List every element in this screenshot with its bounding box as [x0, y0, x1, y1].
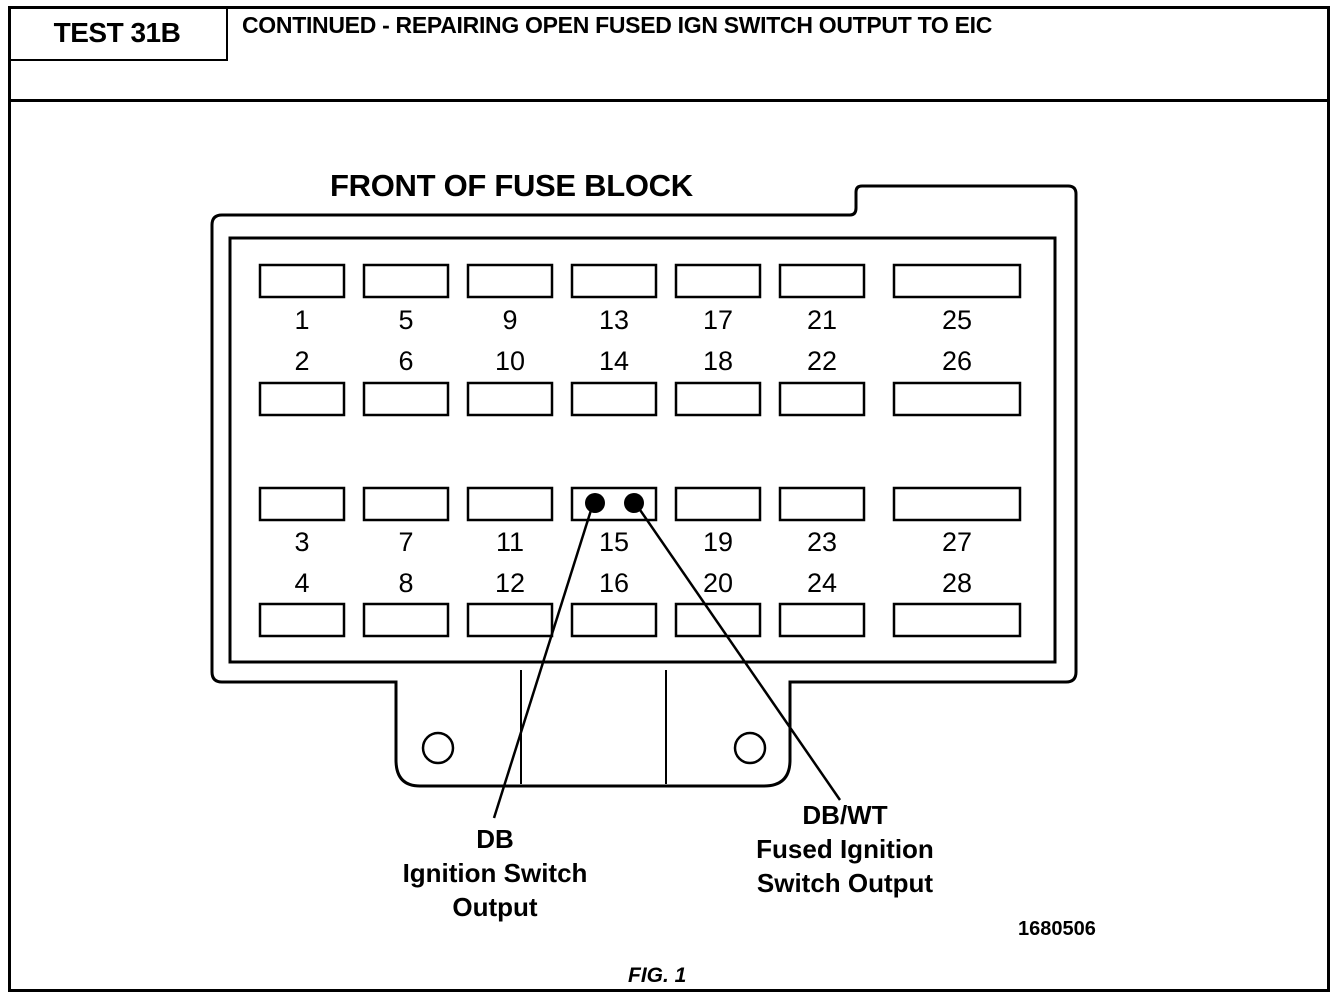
fuse-number-label: 19 [702, 527, 734, 557]
fuse-number-label: 6 [398, 346, 414, 376]
fuse-number-label: 5 [398, 305, 414, 335]
fuse-slot-26 [892, 381, 1022, 417]
fuse-slot-21 [778, 263, 866, 299]
figure-number: 1680506 [1018, 918, 1096, 940]
fuse-number-label: 17 [702, 305, 734, 335]
figure-caption: FIG. 1 [628, 964, 687, 987]
fuse-number-label: 8 [398, 568, 414, 598]
fuse-number-label: 14 [598, 346, 630, 376]
fuse-slots [258, 263, 1022, 638]
fuse-slot-25 [892, 263, 1022, 299]
fuse-slot-27 [892, 486, 1022, 522]
header-title: CONTINUED - REPAIRING OPEN FUSED IGN SWI… [242, 12, 993, 38]
leader-line-dbwt [636, 506, 842, 801]
fuse-slot-5 [362, 263, 450, 299]
wire-desc-db-line1: Ignition Switch [402, 858, 588, 888]
fuse-number-label: 20 [702, 568, 734, 598]
fuse-number-label: 26 [941, 346, 973, 376]
fuse-slot-22 [778, 381, 866, 417]
fuse-number-label: 23 [806, 527, 838, 557]
fuse-slot-14 [570, 381, 658, 417]
fuse-slot-3 [258, 486, 346, 522]
wire-color-code-db: DB [476, 824, 514, 854]
mount-hole-left [421, 731, 455, 765]
fuse-number-label: 25 [941, 305, 973, 335]
fuse-slot-7 [362, 486, 450, 522]
fuse-number-label: 22 [806, 346, 838, 376]
fuse-slot-2 [258, 381, 346, 417]
header-row [8, 6, 1330, 102]
fuse-slot-16 [570, 602, 658, 638]
fuse-number-label: 12 [494, 568, 526, 598]
fuse-number-label: 10 [494, 346, 526, 376]
fuse-slot-13 [570, 263, 658, 299]
wire-desc-dbwt-line1: Fused Ignition [756, 834, 934, 864]
wire-label-dbwt: DB/WT Fused Ignition Switch Output [730, 798, 960, 900]
wire-color-code-dbwt: DB/WT [802, 800, 888, 830]
fuse-number-label: 1 [294, 305, 310, 335]
fuse-slot-1 [258, 263, 346, 299]
fuse-number-label: 2 [294, 346, 310, 376]
fuse-slot-10 [466, 381, 554, 417]
wire-desc-db-line2: Output [452, 892, 538, 922]
fuse-number-label: 3 [294, 527, 310, 557]
mount-hole-right [733, 731, 767, 765]
fuse-number-label: 9 [502, 305, 518, 335]
fuse-slot-15 [570, 486, 658, 522]
fuse-slot-19 [674, 486, 762, 522]
test-id-box: TEST 31B [8, 6, 228, 61]
fuse-number-label: 11 [495, 527, 525, 557]
fuse-number-label: 15 [598, 527, 630, 557]
fuse-number-label: 4 [294, 568, 310, 598]
fuse-number-label: 16 [598, 568, 630, 598]
fuse-number-label: 28 [941, 568, 973, 598]
fuse-slot-18 [674, 381, 762, 417]
diagram-title: FRONT OF FUSE BLOCK [330, 168, 693, 203]
fuse-panel [228, 236, 1057, 664]
fuse-number-label: 13 [598, 305, 630, 335]
fuse-slot-6 [362, 381, 450, 417]
fuse-number-label: 7 [398, 527, 414, 557]
fuse-slot-12 [466, 602, 554, 638]
fuse-slot-17 [674, 263, 762, 299]
leader-line-db [492, 506, 594, 819]
fuse-slot-20 [674, 602, 762, 638]
fuse-number-label: 18 [702, 346, 734, 376]
fuse-slot-28 [892, 602, 1022, 638]
fuse-slot-8 [362, 602, 450, 638]
wire-label-db: DB Ignition Switch Output [380, 822, 610, 924]
fuse-slot-4 [258, 602, 346, 638]
fuse-slot-11 [466, 486, 554, 522]
page-frame [8, 6, 1330, 992]
probe-point-left [585, 493, 605, 513]
fuse-slot-9 [466, 263, 554, 299]
fuse-number-label: 24 [806, 568, 838, 598]
fuse-number-label: 27 [941, 527, 973, 557]
wire-desc-dbwt-line2: Switch Output [756, 868, 934, 898]
fuse-block-housing [210, 184, 1078, 788]
fuse-slot-24 [778, 602, 866, 638]
fuse-slot-23 [778, 486, 866, 522]
fuse-number-label: 21 [806, 305, 838, 335]
